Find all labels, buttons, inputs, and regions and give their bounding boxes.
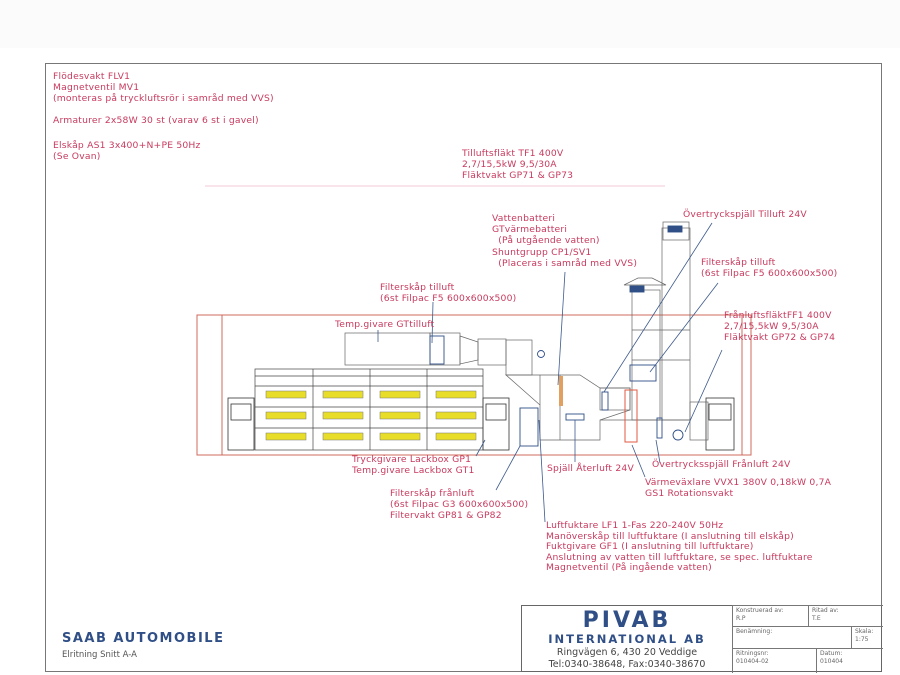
lamps [265,390,477,441]
components-blue [429,225,684,447]
building-outline [196,314,752,456]
drawing-sheet [0,48,900,675]
label-filterskap-tilluft-left: Filterskåp tilluft (6st Filpac F5 600x60… [380,282,517,305]
label-temp-givare-tilluft: Temp.givare GTtilluft [335,319,435,330]
note-monteras: (monteras på tryckluftsrör i samråd med … [53,93,274,104]
benamning-label: Benämning: [736,628,773,635]
label-spjall-aterluft: Spjäll Återluft 24V [547,463,634,474]
water-coil [559,376,563,406]
skala-label: Skala: [855,628,874,635]
ritad-value: T.E [812,615,821,622]
company-address: Ringvägen 6, 430 20 Veddige [556,647,698,658]
datum-value: 010404 [820,658,843,665]
label-filterskap-tilluft-right: Filterskåp tilluft (6st Filpac F5 600x60… [701,257,838,280]
note-elskap: Elskåp AS1 3x400+N+PE 50Hz [53,140,201,151]
ritningsnr-value: 010404-02 [736,658,769,665]
drawing-title: Elritning Snitt A-A [62,650,137,660]
ritningsnr-label: Ritningsnr: [736,650,769,657]
skala-value: 1:75 [855,636,869,643]
label-overtryckspjall-tilluft: Övertryckspjäll Tilluft 24V [683,209,807,220]
label-filterskap-franluft: Filterskåp frånluft (6st Filpac G3 600x6… [390,488,529,522]
note-magnetventil: Magnetventil MV1 [53,82,140,93]
note-flodesvakt: Flödesvakt FLV1 [53,71,131,82]
label-tryckgivare: Tryckgivare Lackbox GP1 Temp.givare Lack… [352,454,475,477]
cell-ritad: Ritad av:T.E [808,605,883,626]
label-vattenbatteri: Vattenbatteri GTvärmebatteri (På utgåend… [492,213,638,269]
drawing-frame [45,63,882,672]
label-luftfuktare: Luftfuktare LF1 1-Fas 220-240V 50Hz Manö… [546,520,813,573]
cell-datum: Datum:010404 [816,648,883,673]
datum-label: Datum: [820,650,843,657]
konstruerad-value: R.P [736,615,746,622]
leader-lines [377,222,723,523]
cell-ritningsnr: Ritningsnr:010404-02 [732,648,816,673]
ritad-label: Ritad av: [812,607,839,614]
konstruerad-label: Konstruerad av: [736,607,784,614]
cell-konstruerad: Konstruerad av:R.P [732,605,808,626]
ductwork [344,221,709,441]
company-phone: Tel:0340-38648, Fax:0340-38670 [548,659,706,670]
note-se-ovan: (Se Ovan) [53,151,101,162]
title-block: PIVAB INTERNATIONAL AB Ringvägen 6, 430 … [521,605,883,673]
label-varmevaxlare: Värmeväxlare VVX1 380V 0,18kW 0,7A GS1 R… [645,477,832,500]
cell-benamning: Benämning: [732,626,851,648]
company-logo: PIVAB [582,608,672,633]
paint-booth [254,368,484,451]
cell-skala: Skala:1:75 [851,626,883,648]
label-overtrycksspjall-franluft: Övertrycksspjäll Frånluft 24V [652,459,791,470]
label-franluftsflakt: FrånluftsfläktFF1 400V 2,7/15,5kW 9,5/30… [724,310,836,344]
label-tilluftsflakt: Tilluftsfläkt TF1 400V 2,7/15,5kW 9,5/30… [462,148,574,182]
note-armaturer: Armaturer 2x58W 30 st (varav 6 st i gave… [53,115,259,126]
company-sub: INTERNATIONAL AB [548,632,706,646]
doors [227,397,735,451]
client-name: SAAB AUTOMOBILE [62,631,225,646]
heat-exchanger [624,389,638,443]
